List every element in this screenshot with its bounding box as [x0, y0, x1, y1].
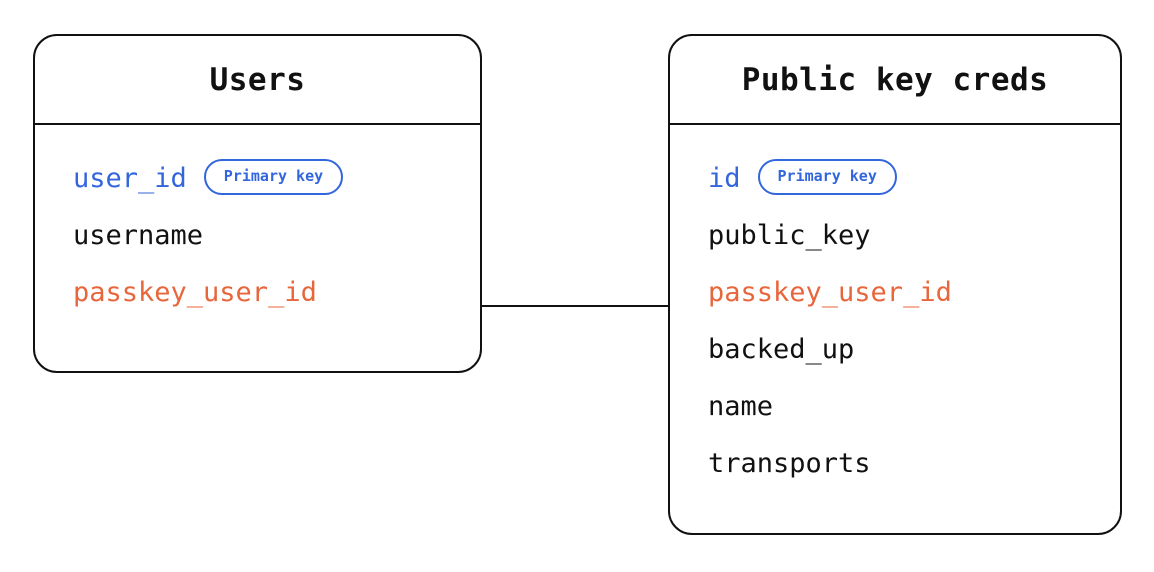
field-label-user-id: user_id: [73, 163, 187, 194]
field-row-passkey-user-id[interactable]: passkey_user_id: [73, 279, 480, 336]
field-label-passkey-user-id: passkey_user_id: [73, 277, 317, 308]
primary-key-badge: Primary key: [757, 159, 897, 195]
field-row-transports[interactable]: transports: [708, 450, 1120, 507]
entity-users-title: Users: [35, 36, 480, 125]
field-row-username[interactable]: username: [73, 222, 480, 279]
entity-public-key-creds[interactable]: Public key creds id Primary key public_k…: [668, 34, 1122, 535]
field-row-passkey-user-id[interactable]: passkey_user_id: [708, 279, 1120, 336]
entity-public-key-creds-field-list: id Primary key public_key passkey_user_i…: [670, 125, 1120, 507]
field-row-backed-up[interactable]: backed_up: [708, 336, 1120, 393]
field-row-public-key[interactable]: public_key: [708, 222, 1120, 279]
field-label-name: name: [708, 391, 774, 422]
field-row-user-id[interactable]: user_id Primary key: [73, 159, 480, 222]
relationship-line-users-to-public-key-creds: [482, 305, 670, 307]
entity-public-key-creds-title: Public key creds: [670, 36, 1120, 125]
entity-users-field-list: user_id Primary key username passkey_use…: [35, 125, 480, 336]
field-label-backed-up: backed_up: [708, 334, 855, 365]
field-label-id: id: [708, 163, 741, 194]
primary-key-badge: Primary key: [203, 159, 344, 195]
field-row-id[interactable]: id Primary key: [708, 159, 1120, 222]
field-label-public-key: public_key: [708, 220, 871, 251]
field-label-passkey-user-id: passkey_user_id: [708, 277, 952, 308]
field-row-name[interactable]: name: [708, 393, 1120, 450]
entity-users[interactable]: Users user_id Primary key username passk…: [33, 34, 482, 373]
field-label-transports: transports: [708, 448, 871, 479]
field-label-username: username: [73, 220, 204, 251]
